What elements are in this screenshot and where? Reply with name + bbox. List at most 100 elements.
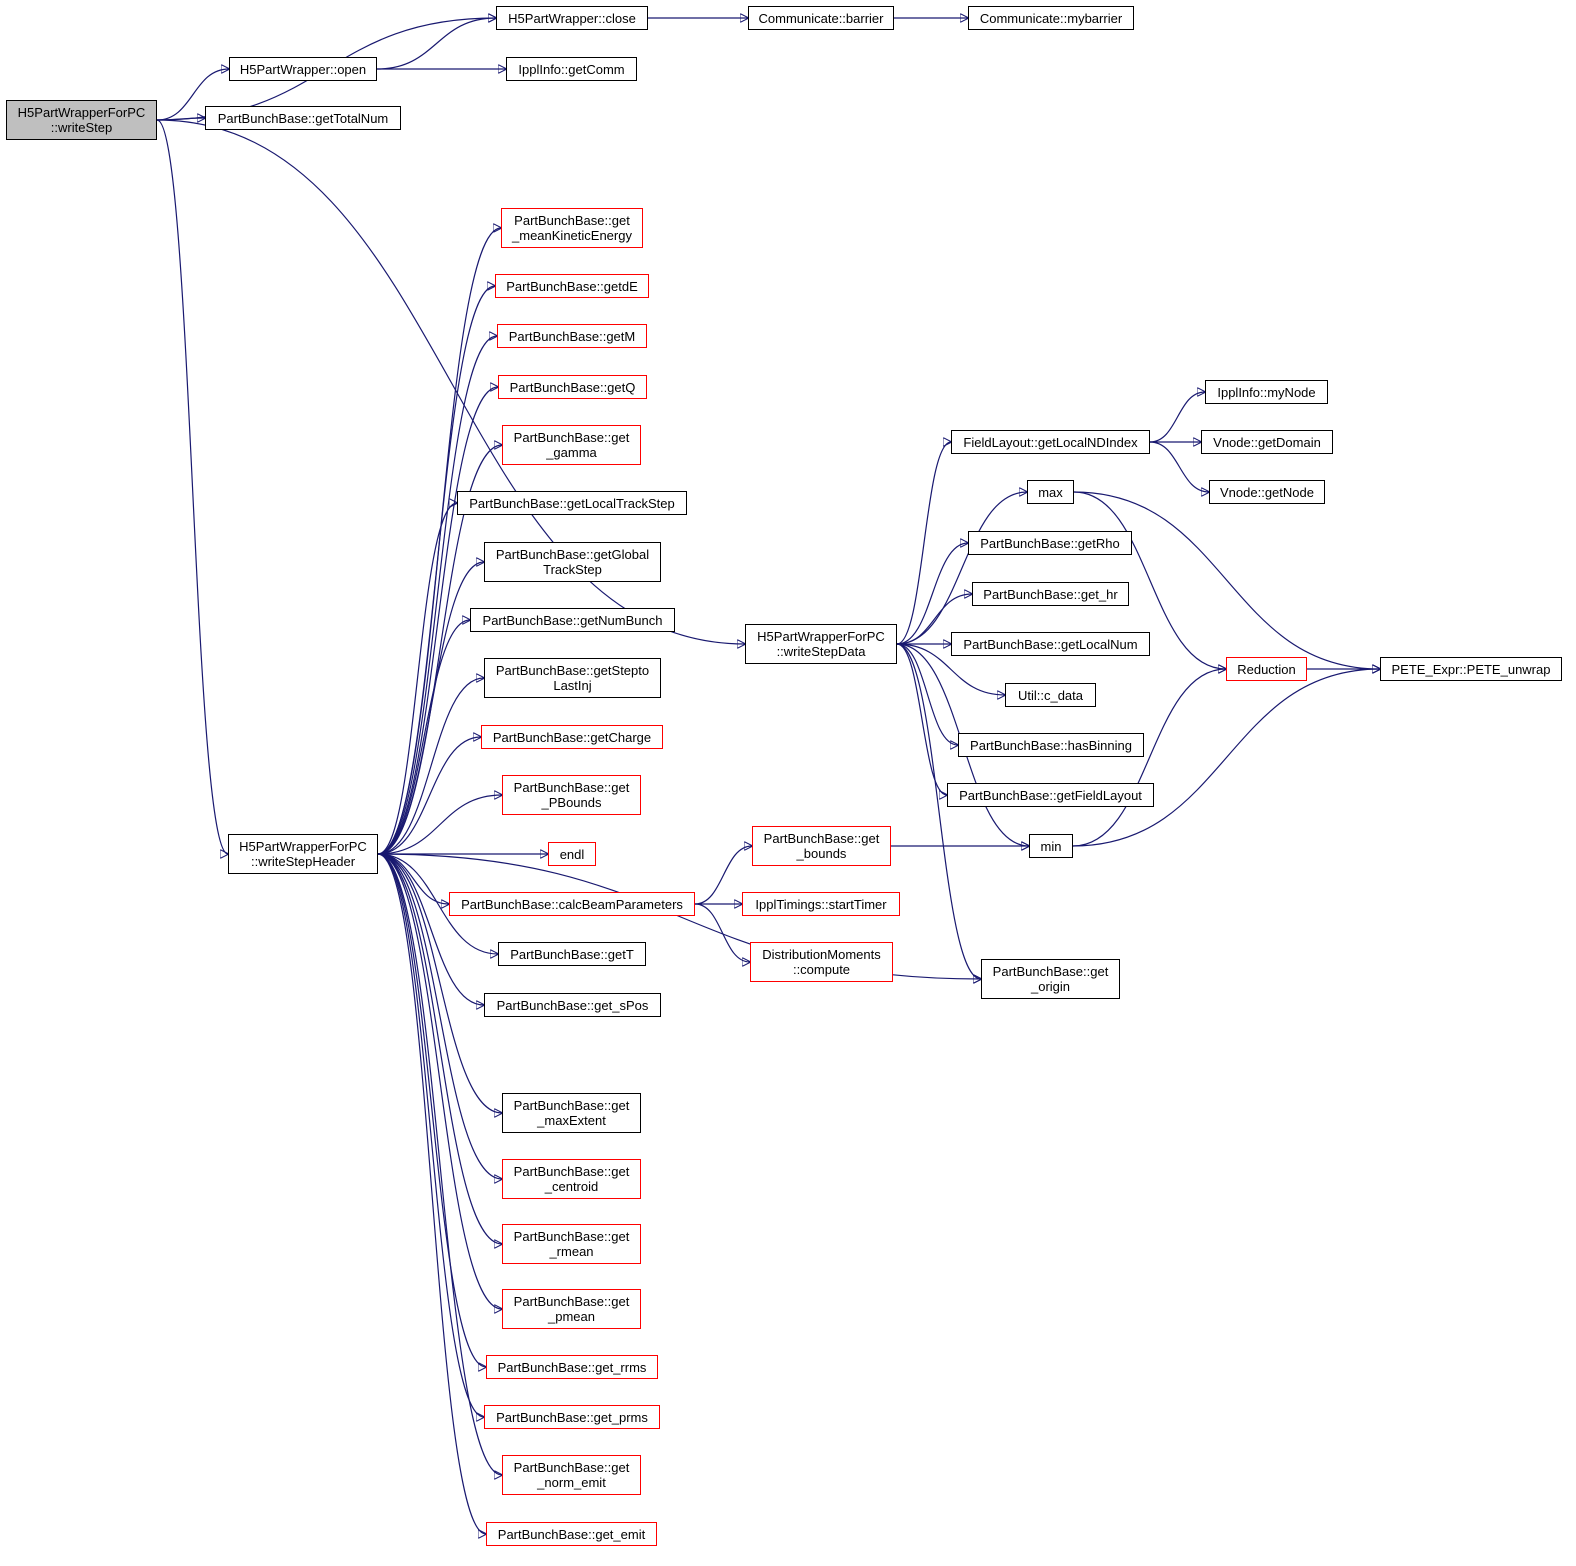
edge-write-step-header-to-get-emit — [377, 853, 486, 1534]
node-get-domain[interactable]: Vnode::getDomain — [1201, 430, 1333, 454]
edge-write-step-data-to-get-rho — [896, 543, 968, 645]
node-get-gamma[interactable]: PartBunchBase::get_gamma — [502, 425, 641, 465]
node-h5-open[interactable]: H5PartWrapper::open — [229, 57, 377, 81]
node-dist-moments[interactable]: DistributionMoments::compute — [750, 942, 893, 982]
node-label-line: _maxExtent — [537, 1113, 606, 1128]
node-get-node[interactable]: Vnode::getNode — [1209, 480, 1325, 504]
node-write-step-header[interactable]: H5PartWrapperForPC::writeStepHeader — [228, 834, 378, 874]
node-label-line: _bounds — [796, 846, 847, 861]
node-get-pbounds[interactable]: PartBunchBase::get_PBounds — [502, 775, 641, 815]
edge-write-step-header-to-get-m — [377, 336, 497, 855]
node-pete-unwrap[interactable]: PETE_Expr::PETE_unwrap — [1380, 657, 1562, 681]
node-label-line: PartBunchBase::get — [513, 430, 630, 445]
node-get-num-bunch[interactable]: PartBunchBase::getNumBunch — [470, 608, 675, 632]
node-comm-mybarrier[interactable]: Communicate::mybarrier — [968, 6, 1134, 30]
node-label-line: _rmean — [549, 1244, 594, 1259]
node-get-spos[interactable]: PartBunchBase::get_sPos — [484, 993, 661, 1017]
edge-get-local-nd-index-to-get-node — [1149, 441, 1209, 492]
node-get-total-num[interactable]: PartBunchBase::getTotalNum — [205, 106, 401, 130]
edge-write-step-data-to-get-hr — [896, 594, 972, 645]
node-reduction[interactable]: Reduction — [1226, 657, 1307, 681]
node-label-line: PartBunchBase::getdE — [506, 278, 638, 294]
node-get-rho[interactable]: PartBunchBase::getRho — [968, 531, 1132, 555]
node-ippl-getcomm[interactable]: IpplInfo::getComm — [506, 57, 637, 81]
node-get-field-layout[interactable]: PartBunchBase::getFieldLayout — [947, 783, 1154, 807]
node-root[interactable]: H5PartWrapperForPC::writeStep — [6, 100, 157, 140]
edge-write-step-data-to-c-data — [896, 643, 1005, 695]
edge-write-step-header-to-get-rrms — [377, 853, 486, 1367]
edge-write-step-header-to-get-pmean — [377, 853, 502, 1309]
node-h5-close[interactable]: H5PartWrapper::close — [496, 6, 648, 30]
node-label-line: PartBunchBase::get_emit — [497, 1526, 646, 1542]
node-has-binning[interactable]: PartBunchBase::hasBinning — [958, 733, 1144, 757]
node-get-charge[interactable]: PartBunchBase::getCharge — [481, 725, 663, 749]
node-label-line: PartBunchBase::getCharge — [492, 729, 652, 745]
node-label-line: H5PartWrapperForPC — [757, 629, 885, 644]
node-get-norm-emit[interactable]: PartBunchBase::get_norm_emit — [502, 1455, 641, 1495]
node-get-origin[interactable]: PartBunchBase::get_origin — [981, 959, 1120, 999]
node-start-timer[interactable]: IpplTimings::startTimer — [742, 892, 900, 916]
node-my-node[interactable]: IpplInfo::myNode — [1205, 380, 1328, 404]
node-label-line: PartBunchBase::get — [514, 213, 630, 228]
node-max[interactable]: max — [1027, 480, 1074, 504]
edge-write-step-header-to-get-rmean — [377, 853, 502, 1244]
node-label-line: FieldLayout::getLocalNDIndex — [963, 434, 1138, 450]
node-label-line: _PBounds — [541, 795, 602, 810]
edge-write-step-header-to-get-max-extent — [377, 853, 502, 1113]
node-label-line: PartBunchBase::get — [513, 780, 630, 795]
node-label-line: DistributionMoments — [762, 947, 881, 962]
node-calc-beam-params[interactable]: PartBunchBase::calcBeamParameters — [449, 892, 695, 916]
node-get-prms[interactable]: PartBunchBase::get_prms — [484, 1405, 660, 1429]
node-get-max-extent[interactable]: PartBunchBase::get_maxExtent — [502, 1093, 641, 1133]
edge-write-step-header-to-get-charge — [377, 737, 481, 855]
node-get-pmean[interactable]: PartBunchBase::get_pmean — [502, 1289, 641, 1329]
node-min[interactable]: min — [1029, 834, 1073, 858]
node-get-rrms[interactable]: PartBunchBase::get_rrms — [486, 1355, 658, 1379]
edge-write-step-header-to-get-prms — [377, 853, 484, 1417]
node-label-line: _pmean — [548, 1309, 595, 1324]
edge-h5-open-to-h5-close — [376, 18, 496, 70]
node-label-line: Util::c_data — [1017, 687, 1084, 703]
node-label-line: ::writeStepHeader — [250, 854, 356, 869]
node-label-line: PartBunchBase::getStepto — [495, 663, 650, 678]
node-get-local-track-step[interactable]: PartBunchBase::getLocalTrackStep — [457, 491, 687, 515]
edge-write-step-header-to-get-local-track-step — [377, 503, 457, 855]
node-get-m[interactable]: PartBunchBase::getM — [497, 324, 647, 348]
node-get-local-num[interactable]: PartBunchBase::getLocalNum — [951, 632, 1150, 656]
node-label-line: LastInj — [553, 678, 592, 693]
node-label-line: PartBunchBase::get_prms — [496, 1409, 648, 1425]
node-label-line: IpplInfo::getComm — [518, 61, 625, 77]
node-label-line: PartBunchBase::get_rrms — [497, 1359, 647, 1375]
node-get-de[interactable]: PartBunchBase::getdE — [495, 274, 649, 298]
node-label-line: _meanKineticEnergy — [512, 228, 632, 243]
node-c-data[interactable]: Util::c_data — [1005, 683, 1096, 707]
node-label-line: Vnode::getDomain — [1213, 434, 1321, 450]
node-write-step-data[interactable]: H5PartWrapperForPC::writeStepData — [745, 624, 897, 664]
edge-write-step-header-to-get-centroid — [377, 853, 502, 1179]
edge-write-step-header-to-get-num-bunch — [377, 620, 470, 855]
node-label-line: _origin — [1030, 979, 1071, 994]
node-get-bounds[interactable]: PartBunchBase::get_bounds — [752, 826, 891, 866]
node-endl[interactable]: endl — [548, 842, 596, 866]
node-get-t[interactable]: PartBunchBase::getT — [498, 942, 646, 966]
edge-write-step-data-to-get-origin — [896, 643, 981, 979]
node-get-hr[interactable]: PartBunchBase::get_hr — [972, 582, 1129, 606]
node-label-line: PartBunchBase::get — [763, 831, 880, 846]
node-get-rmean[interactable]: PartBunchBase::get_rmean — [502, 1224, 641, 1264]
node-label-line: endl — [559, 846, 585, 862]
node-label-line: PartBunchBase::get_sPos — [496, 997, 649, 1013]
node-label-line: Reduction — [1237, 661, 1296, 677]
node-get-mke[interactable]: PartBunchBase::get_meanKineticEnergy — [501, 208, 643, 248]
node-get-emit[interactable]: PartBunchBase::get_emit — [486, 1522, 657, 1546]
node-label-line: Communicate::barrier — [758, 10, 884, 26]
node-get-centroid[interactable]: PartBunchBase::get_centroid — [502, 1159, 641, 1199]
node-get-local-nd-index[interactable]: FieldLayout::getLocalNDIndex — [951, 430, 1150, 454]
node-comm-barrier[interactable]: Communicate::barrier — [748, 6, 894, 30]
edge-write-step-header-to-get-t — [377, 853, 498, 954]
node-label-line: PartBunchBase::get — [992, 964, 1109, 979]
node-label-line: PartBunchBase::getRho — [980, 535, 1120, 551]
node-label-line: PartBunchBase::getGlobal — [495, 547, 650, 562]
node-get-q[interactable]: PartBunchBase::getQ — [498, 375, 647, 399]
